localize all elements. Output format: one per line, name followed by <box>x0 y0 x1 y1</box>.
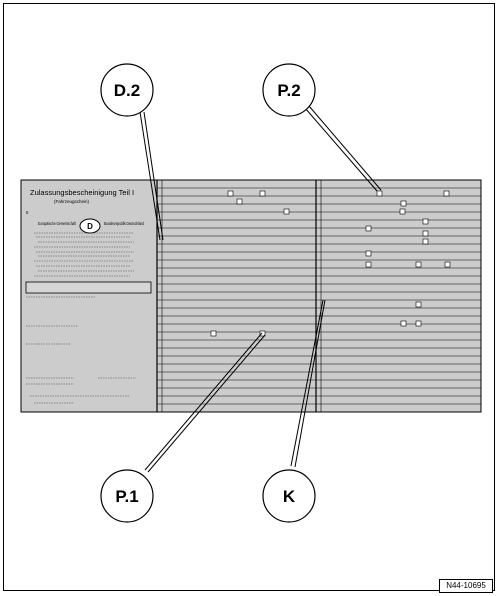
country-right-text: Bundesrepublik Deutschland <box>104 221 144 226</box>
cell-marker <box>422 238 429 245</box>
form-cell-marks <box>210 190 451 337</box>
callout-p1-label: P.1 <box>115 487 138 506</box>
registration-form: Zulassungsbescheinigung Teil I (Fahrzeug… <box>20 179 482 413</box>
leader-lines <box>139 105 382 473</box>
callout-p2: P.2 <box>262 63 316 117</box>
callout-k-label: K <box>283 487 296 506</box>
cell-marker <box>415 301 422 308</box>
cell-marker <box>400 200 407 207</box>
cell-marker <box>400 320 407 327</box>
cell-marker <box>422 230 429 237</box>
callout-p2-label: P.2 <box>277 81 300 100</box>
left-panel-box <box>25 281 152 294</box>
cell-marker <box>443 190 450 197</box>
callout-d2-label: D.2 <box>114 81 140 100</box>
form-subtitle: (Fahrzeugschein) <box>54 199 90 204</box>
cell-marker <box>210 330 217 337</box>
cell-marker <box>283 208 290 215</box>
figure-id-label: N44-10695 <box>439 579 493 593</box>
country-code: D <box>87 222 93 231</box>
cell-marker <box>415 320 422 327</box>
cell-marker <box>365 225 372 232</box>
callout-p1: P.1 <box>100 469 154 523</box>
cell-marker <box>422 218 429 225</box>
callout-d2: D.2 <box>100 63 154 117</box>
cell-marker <box>259 190 266 197</box>
form-title: Zulassungsbescheinigung Teil I <box>30 188 134 197</box>
cell-marker <box>365 261 372 268</box>
left-panel-text-lines <box>26 232 136 404</box>
cell-marker <box>415 261 422 268</box>
cell-marker <box>227 190 234 197</box>
diagram-frame <box>3 3 495 591</box>
callout-k: K <box>262 469 316 523</box>
row-marker: II <box>26 210 29 215</box>
cell-marker <box>444 261 451 268</box>
cell-marker <box>236 198 243 205</box>
cell-marker <box>365 250 372 257</box>
cell-marker <box>376 190 383 197</box>
cell-marker <box>259 330 266 337</box>
cell-marker <box>399 208 406 215</box>
country-left-text: Europäische Gemeinschaft <box>38 221 77 226</box>
